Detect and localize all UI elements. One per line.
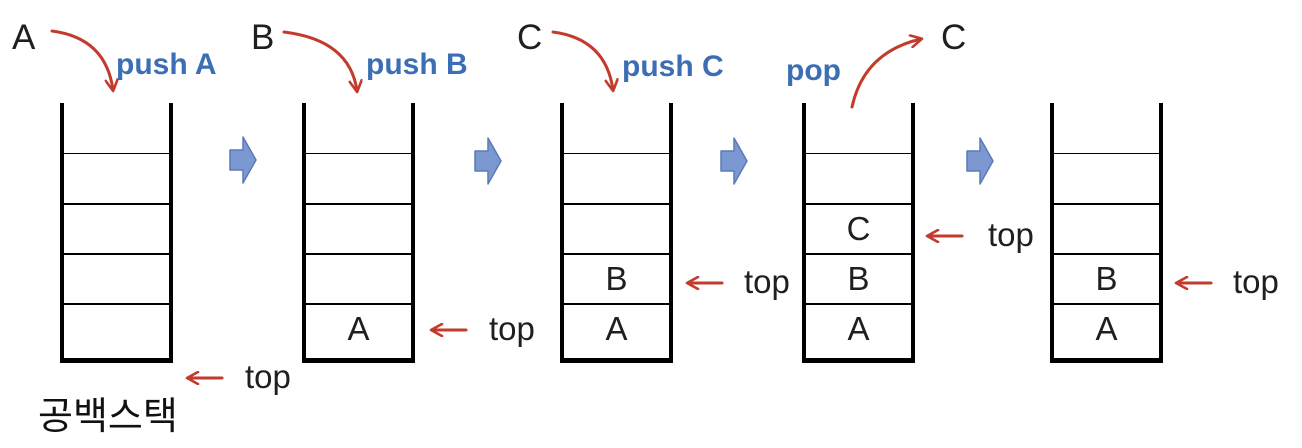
pushed-item-label-b: B <box>251 18 275 57</box>
stack-cell <box>64 153 169 203</box>
pushed-item-label-c: C <box>517 18 543 57</box>
push-b-arrow-icon <box>282 30 357 91</box>
stack-stage-1 <box>60 103 173 363</box>
stack-cell <box>806 153 911 203</box>
stack-cell: B <box>564 253 669 303</box>
push-a-arrow-icon <box>50 29 113 90</box>
flow-arrow-4-icon <box>966 137 994 185</box>
stack-cell: B <box>806 253 911 303</box>
operation-label-push-c: push C <box>622 50 724 83</box>
flow-arrow-1-icon <box>229 136 257 184</box>
stack-cell: A <box>306 303 411 353</box>
top-pointer-label-2: top <box>489 310 535 347</box>
stack-cell <box>806 103 911 153</box>
stack-cell: A <box>806 303 911 353</box>
stack-stage-3: B A <box>560 103 673 363</box>
stack-cell <box>306 153 411 203</box>
top-pointer-label-1: top <box>245 358 291 395</box>
stack-cell <box>64 253 169 303</box>
operation-label-pop: pop <box>786 54 841 87</box>
stack-cell: C <box>806 203 911 253</box>
stack-stage-5: B A <box>1050 103 1163 363</box>
stack-cell <box>564 153 669 203</box>
pop-arrow-icon <box>850 39 921 109</box>
empty-stack-caption: 공백스택 <box>38 396 178 438</box>
flow-arrow-3-icon <box>720 137 748 185</box>
stack-cell <box>306 103 411 153</box>
stack-cell <box>64 103 169 153</box>
stack-cell <box>564 103 669 153</box>
pushed-item-label-a: A <box>12 18 36 57</box>
stack-cell: A <box>564 303 669 353</box>
stack-cell <box>1054 203 1159 253</box>
stack-cell <box>564 203 669 253</box>
top-pointer-label-3: top <box>744 263 790 300</box>
stack-cell <box>306 203 411 253</box>
push-c-arrow-icon <box>551 30 613 90</box>
stack-cell <box>64 303 169 353</box>
stack-cell <box>1054 153 1159 203</box>
stack-cell <box>64 203 169 253</box>
stack-cell <box>306 253 411 303</box>
operation-label-push-b: push B <box>366 48 468 81</box>
stack-cell: B <box>1054 253 1159 303</box>
stack-cell <box>1054 103 1159 153</box>
stack-stage-2: A <box>302 103 415 363</box>
operation-label-push-a: push A <box>116 48 217 81</box>
stack-cell: A <box>1054 303 1159 353</box>
flow-arrow-2-icon <box>474 137 502 185</box>
top-pointer-label-5: top <box>1233 263 1279 300</box>
stack-stage-4: C B A <box>802 103 915 363</box>
popped-item-label-c: C <box>941 18 967 57</box>
top-pointer-label-4: top <box>988 216 1034 253</box>
